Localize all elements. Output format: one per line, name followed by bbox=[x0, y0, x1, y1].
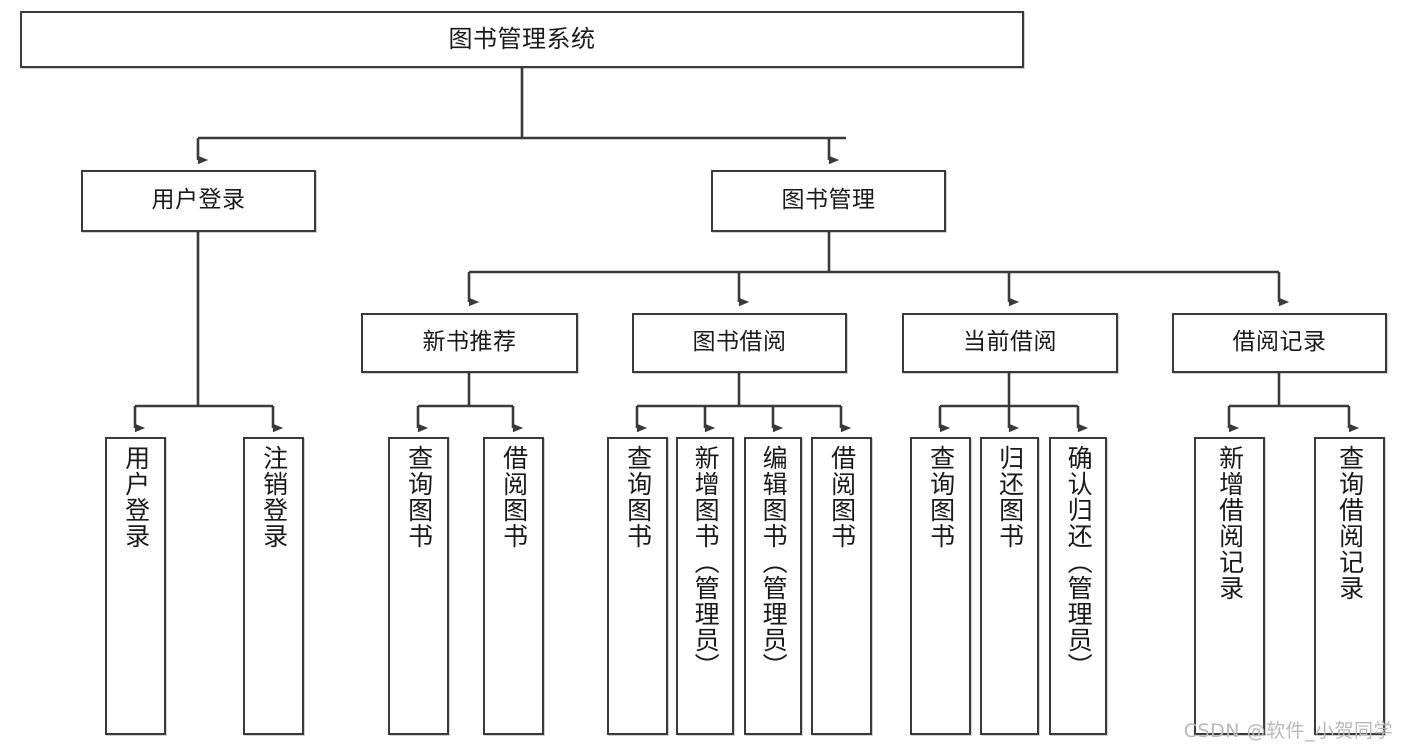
node-borrow-record[interactable]: 借阅记录 bbox=[1172, 313, 1387, 373]
node-book-borrow-label: 图书借阅 bbox=[692, 329, 787, 356]
node-book-borrow[interactable]: 图书借阅 bbox=[632, 313, 847, 373]
node-user-login[interactable]: 用户登录 bbox=[81, 170, 316, 232]
node-root-label: 图书管理系统 bbox=[448, 25, 596, 54]
node-new-book-recommend[interactable]: 新书推荐 bbox=[361, 313, 578, 373]
leaf-current-borrow-return-label: 归还图书 bbox=[995, 445, 1025, 549]
node-current-borrow[interactable]: 当前借阅 bbox=[902, 313, 1118, 373]
node-user-login-label: 用户登录 bbox=[151, 187, 246, 214]
leaf-current-borrow-query[interactable]: 查询图书 bbox=[910, 437, 971, 735]
leaf-current-borrow-confirm-label: 确认归还（管理员） bbox=[1064, 445, 1094, 679]
node-book-management[interactable]: 图书管理 bbox=[711, 170, 946, 232]
leaf-book-borrow-add[interactable]: 新增图书（管理员） bbox=[676, 437, 734, 735]
leaf-book-borrow-add-label: 新增图书（管理员） bbox=[691, 445, 721, 679]
leaf-user-login-logout-label: 注销登录 bbox=[259, 445, 289, 549]
node-book-management-label: 图书管理 bbox=[781, 187, 876, 214]
csdn-watermark: CSDN @软件_小贺同学 bbox=[1183, 720, 1393, 742]
leaf-new-book-query[interactable]: 查询图书 bbox=[388, 437, 449, 735]
leaf-book-borrow-query[interactable]: 查询图书 bbox=[607, 437, 668, 735]
leaf-borrow-record-query-label: 查询借阅记录 bbox=[1335, 445, 1365, 601]
leaf-current-borrow-return[interactable]: 归还图书 bbox=[980, 437, 1039, 735]
leaf-borrow-record-add-label: 新增借阅记录 bbox=[1215, 445, 1245, 601]
leaf-book-borrow-borrow[interactable]: 借阅图书 bbox=[811, 437, 872, 735]
leaf-current-borrow-query-label: 查询图书 bbox=[926, 445, 956, 549]
node-current-borrow-label: 当前借阅 bbox=[963, 329, 1057, 356]
leaf-new-book-query-label: 查询图书 bbox=[404, 445, 434, 549]
node-root[interactable]: 图书管理系统 bbox=[20, 11, 1024, 68]
leaf-new-book-borrow-label: 借阅图书 bbox=[499, 445, 529, 549]
leaf-user-login-login-label: 用户登录 bbox=[121, 445, 151, 549]
leaf-user-login-logout[interactable]: 注销登录 bbox=[243, 437, 304, 735]
leaf-new-book-borrow[interactable]: 借阅图书 bbox=[483, 437, 544, 735]
leaf-book-borrow-edit-label: 编辑图书（管理员） bbox=[759, 445, 789, 679]
node-borrow-record-label: 借阅记录 bbox=[1232, 329, 1327, 356]
leaf-borrow-record-query[interactable]: 查询借阅记录 bbox=[1314, 437, 1385, 735]
leaf-book-borrow-borrow-label: 借阅图书 bbox=[827, 445, 857, 549]
leaf-user-login-login[interactable]: 用户登录 bbox=[105, 437, 166, 735]
leaf-borrow-record-add[interactable]: 新增借阅记录 bbox=[1194, 437, 1265, 735]
leaf-book-borrow-edit[interactable]: 编辑图书（管理员） bbox=[744, 437, 802, 735]
node-new-book-recommend-label: 新书推荐 bbox=[422, 329, 517, 356]
leaf-book-borrow-query-label: 查询图书 bbox=[623, 445, 653, 549]
leaf-current-borrow-confirm[interactable]: 确认归还（管理员） bbox=[1049, 437, 1107, 735]
